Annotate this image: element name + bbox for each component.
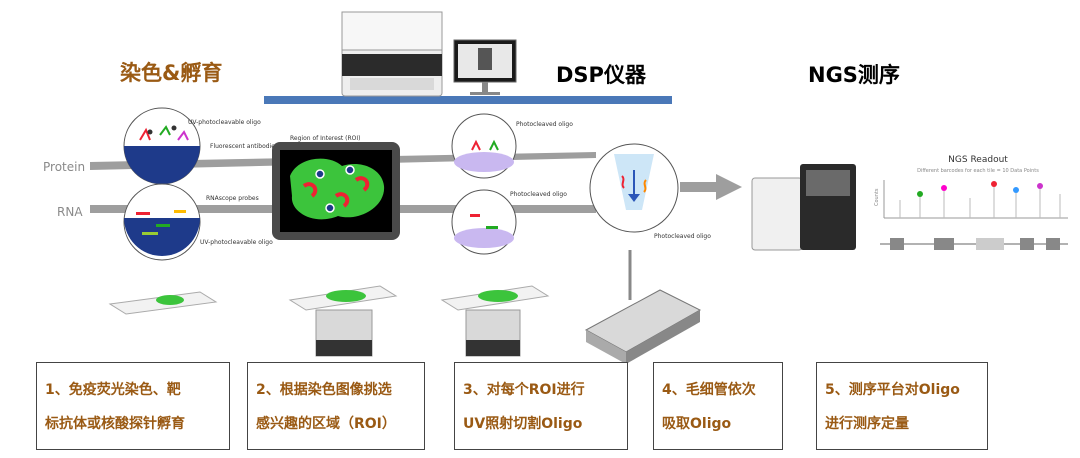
heading-ngs-sequencing: NGS测序 <box>808 63 900 87</box>
step-5-box: 5、测序平台对Oligo 进行测序定量 <box>816 362 988 450</box>
step-5-line-2: 进行测序定量 <box>825 416 909 432</box>
step-3-line-1: 3、对每个ROI进行 <box>463 382 585 398</box>
callout-uv-cleavable-bottom: UV-photocleavable oligo <box>200 239 273 246</box>
slide-on-objective <box>288 285 398 357</box>
heading-dsp-instrument: DSP仪器 <box>556 63 646 87</box>
flow-arrow <box>680 174 742 200</box>
step-4-line-2: 吸取Oligo <box>662 416 732 432</box>
ngs-sequencer-icon <box>751 164 856 251</box>
heading-stain-incubate: 染色&孵育 <box>120 61 223 85</box>
callout-fluorescent-antibodies: Fluorescent antibodies <box>210 143 278 150</box>
ngs-readout-counts-axis: Counts <box>874 188 880 206</box>
step-2-line-2: 感兴趣的区域（ROI） <box>256 416 396 432</box>
ngs-readout-plot: NGS Readout Different barcodes for each … <box>874 155 1068 250</box>
callout-uv-cleavable-top: UV-photocleavable oligo <box>188 119 261 126</box>
protein-stain-circle <box>123 107 201 185</box>
instrument-bar <box>264 96 672 104</box>
step-4-line-1: 4、毛细管依次 <box>662 382 756 398</box>
step-2-box: 2、根据染色图像挑选 感兴趣的区域（ROI） <box>247 362 425 450</box>
step-1-line-1: 1、免疫荧光染色、靶 <box>45 382 181 398</box>
step-4-box: 4、毛细管依次 吸取Oligo <box>653 362 783 450</box>
callout-roi: Region of Interest (ROI) <box>290 135 361 142</box>
callout-rnascope-probes: RNAscope probes <box>206 195 259 202</box>
callout-photocleaved-tube: Photocleaved oligo <box>654 233 711 240</box>
track-label-rna: RNA <box>57 205 83 219</box>
step-3-line-2: UV照射切割Oligo <box>463 416 583 432</box>
callout-photocleaved-bottom: Photocleaved oligo <box>510 191 567 198</box>
track-label-protein: Protein <box>43 160 86 174</box>
step-2-line-1: 2、根据染色图像挑选 <box>256 382 392 398</box>
callout-photocleaved-top: Photocleaved oligo <box>516 121 573 128</box>
well-plate-with-capillary <box>584 250 702 364</box>
dsp-instrument-icon <box>341 11 443 97</box>
roi-tablet <box>272 142 400 240</box>
slide-stained <box>108 291 218 315</box>
step-3-box: 3、对每个ROI进行 UV照射切割Oligo <box>454 362 628 450</box>
step-1-line-2: 标抗体或核酸探针孵育 <box>45 416 185 432</box>
step-1-box: 1、免疫荧光染色、靶 标抗体或核酸探针孵育 <box>36 362 230 450</box>
rna-photocleaved-circle <box>451 189 517 255</box>
ngs-readout-lollipops <box>899 186 1061 218</box>
slide-on-objective-uv <box>440 285 550 357</box>
protein-photocleaved-circle <box>451 113 517 179</box>
ngs-readout-subtitle: Different barcodes for each tile = 10 Da… <box>917 168 1039 174</box>
monitor-icon <box>453 39 517 95</box>
rna-stain-circle <box>123 183 201 261</box>
step-5-line-1: 5、测序平台对Oligo <box>825 382 960 398</box>
ngs-readout-title: NGS Readout <box>948 155 1008 165</box>
capillary-tube-circle <box>589 143 679 233</box>
